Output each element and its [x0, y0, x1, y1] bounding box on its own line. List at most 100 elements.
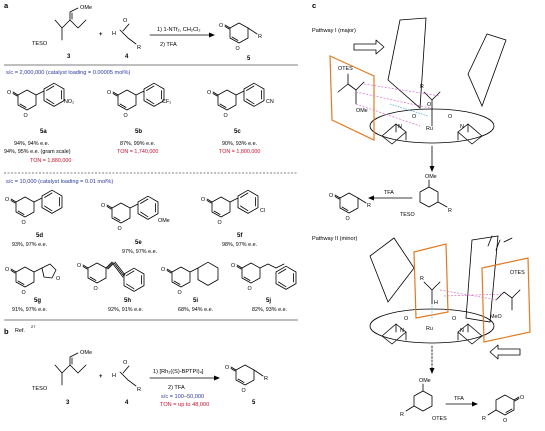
step1-b: 1) [Rh₂((S)-BPTPI)₄] — [153, 369, 204, 375]
otes-label-1: OTES — [338, 66, 353, 72]
pathway1-label: Pathway I (major) — [312, 28, 356, 34]
compound-5h-label: 5h — [124, 298, 131, 304]
ref-number: 27 — [31, 324, 36, 329]
step1-a: 1) 1-NTf₂, CH₂Cl₂ — [157, 27, 201, 33]
aldehyde-h-b: H — [112, 373, 116, 379]
panel-label-c: c — [312, 1, 316, 10]
plus-sign-b: + — [99, 374, 103, 380]
pathway2-label: Pathway II (minor) — [312, 236, 358, 242]
compound-3-label: 3 — [67, 54, 71, 60]
aldehyde-r-b: R — [137, 387, 141, 393]
tfa-label-2: TFA — [454, 396, 464, 402]
compound-5b-label: 5b — [135, 129, 142, 135]
h-label-2: H — [434, 300, 438, 306]
substrate-plane-2 — [481, 257, 531, 343]
ton-b: TON = up to 48,000 — [160, 402, 209, 408]
product-pyranone-2: O O R — [482, 394, 524, 424]
result-5j: 82%, 93% e.e. — [252, 307, 287, 313]
compound-4-label: 4 — [125, 54, 129, 60]
r-label-1: R — [420, 84, 424, 90]
aldehyde-r: R — [137, 45, 141, 51]
result-5a-line2: 94%, 95% e.e. (gram scale) — [4, 149, 71, 155]
o-label-1c: O — [448, 114, 452, 120]
panel-label-a: a — [4, 1, 9, 10]
structure-5f: Cl — [200, 189, 265, 227]
teso-label: TESO — [32, 41, 48, 47]
ton-5c: TON = 1,800,000 — [219, 149, 260, 155]
section1-header: s/c = 2,000,000 (catalyst loading = 0.00… — [6, 70, 131, 76]
structure-5j — [230, 262, 297, 293]
ru-label-1: Ru — [426, 126, 433, 132]
structure-5e: OMe — [100, 195, 170, 233]
compound-4-structure-b: O H R — [112, 360, 141, 393]
substituent-ome: OMe — [158, 218, 170, 224]
ome-label-b: OMe — [80, 350, 92, 356]
r-intermediate-2: R — [400, 412, 404, 418]
compound-5g-label: 5g — [34, 298, 41, 304]
result-5i: 68%, 94% e.e. — [178, 307, 213, 313]
result-5f: 98%, 97% e.e. — [222, 242, 257, 248]
result-5g: 91%, 97% e.e. — [12, 307, 47, 313]
pathway2-arrow — [489, 344, 521, 360]
compound-5e-label: 5e — [135, 240, 142, 246]
transition-state-1: OTES OMe R O Ru N N O O — [329, 17, 507, 145]
product-5-structure: R — [218, 22, 262, 53]
step2-b: 2) TFA — [168, 385, 185, 391]
structure-5c: CN — [206, 82, 274, 120]
n-label-2a: N — [400, 328, 404, 334]
meo-label-2: MeO — [490, 314, 502, 320]
result-5b-line1: 87%, 99% e.e. — [120, 141, 155, 147]
product-5-label: 5 — [247, 56, 251, 62]
r-product-2: R — [482, 416, 486, 422]
plus-sign: + — [99, 32, 103, 38]
substrate-plane-1 — [329, 55, 375, 141]
ton-5a: TON = 1,880,000 — [30, 158, 71, 164]
r-intermediate-1: R — [448, 208, 452, 214]
compound-3-structure: OMe TESO — [32, 5, 92, 47]
ome-intermediate-1: OMe — [425, 174, 437, 180]
ome-intermediate-2: OMe — [419, 378, 431, 384]
pathway1-arrow — [353, 39, 385, 55]
otes-label-2: OTES — [510, 270, 525, 276]
structure-5b: CF₃ — [106, 82, 171, 120]
substituent-cn: CN — [266, 99, 274, 105]
tfa-label-1: TFA — [384, 190, 394, 196]
structure-5h — [76, 261, 145, 293]
substituent-cf3: CF₃ — [162, 99, 171, 105]
result-5e: 97%, 97% e.e. — [122, 249, 157, 255]
ring-o-2: O — [503, 418, 507, 424]
compound-5d-label: 5d — [36, 233, 43, 239]
result-5a-line1: 94%, 94% e.e. — [14, 141, 49, 147]
transition-state-2: R H OTES MeO Ru N N O O — [369, 235, 531, 345]
product-5-structure-b: R — [224, 364, 268, 395]
aldehyde-h: H — [112, 31, 116, 37]
compound-3-structure-b: OMe TESO — [32, 350, 92, 392]
n-label-1b: N — [460, 124, 464, 130]
compound-4-label-b: 4 — [125, 400, 129, 406]
product-r-b: R — [264, 376, 268, 382]
compound-5i-label: 5i — [193, 298, 198, 304]
aldehyde-plane-2 — [413, 243, 449, 319]
ome-label-1: OMe — [356, 108, 368, 114]
o-label-2a: O — [404, 316, 408, 322]
teso-label-b: TESO — [32, 386, 48, 392]
product-r: R — [258, 34, 262, 40]
result-5h: 92%, 91% e.e. — [108, 307, 143, 313]
otes-intermediate-2: OTES — [432, 416, 447, 422]
ketone-o-2: O — [520, 395, 524, 401]
panel-label-b: b — [4, 327, 9, 336]
ton-5b: TON = 1,740,000 — [117, 149, 158, 155]
furan-o: O — [56, 276, 60, 282]
section2-header: s/c = 10,000 (catalyst loading = 0.01 mo… — [6, 179, 113, 185]
r-label-2: R — [420, 276, 424, 282]
result-5d: 93%, 97% e.e. — [12, 242, 47, 248]
substituent-no2: NO₂ — [64, 99, 74, 105]
compound-4-structure: O H R — [112, 18, 141, 51]
teso-intermediate-1: TESO — [400, 212, 415, 218]
compound-5c-label: 5c — [234, 129, 241, 135]
aldehyde-o: O — [123, 18, 128, 24]
intermediate-2: OMe R OTES — [400, 378, 447, 422]
compound-5j-label: 5j — [266, 298, 271, 304]
result-5c-line1: 90%, 93% e.e. — [222, 141, 257, 147]
compound-5f-label: 5f — [237, 233, 243, 239]
